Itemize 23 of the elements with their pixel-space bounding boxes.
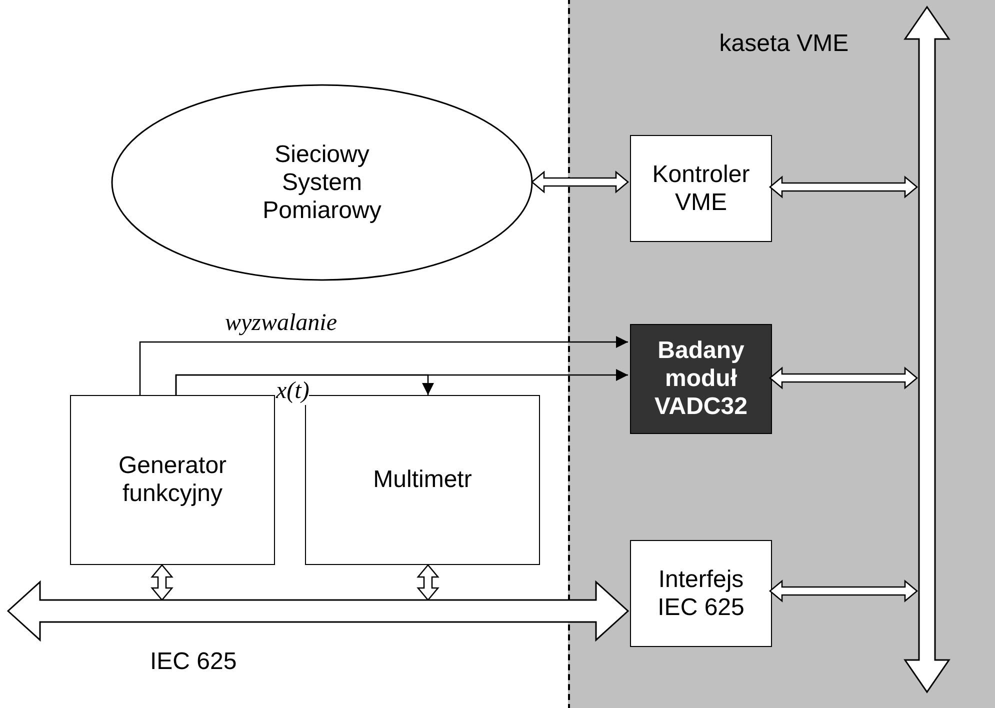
- double-arrow: [530, 170, 630, 194]
- node-label: Generator funkcyjny: [117, 452, 228, 508]
- node-label: Kontroler VME: [651, 160, 751, 216]
- interface-box: [630, 540, 772, 647]
- controller-box: [630, 135, 772, 242]
- node-label: Interfejs IEC 625: [656, 566, 746, 622]
- module-box: [630, 324, 772, 434]
- double-arrow: [768, 176, 918, 198]
- node-label: Multimetr: [372, 466, 473, 494]
- edge-label: wyzwalanie: [225, 310, 337, 337]
- node-label: Sieciowy System Pomiarowy: [262, 140, 382, 224]
- panel-title: kaseta VME: [719, 29, 849, 58]
- double-arrow: [768, 580, 918, 602]
- generator-box: [70, 395, 275, 565]
- bus-arrow: [6, 580, 630, 642]
- arrow: [175, 374, 434, 395]
- cassette-panel: [568, 0, 995, 708]
- double-arrow: [150, 564, 174, 602]
- double-arrow: [416, 564, 440, 602]
- arrow: [139, 336, 628, 395]
- double-arrow: [768, 366, 918, 390]
- node-label: Badany moduł VADC32: [654, 337, 748, 421]
- edge-label: x(t): [276, 378, 310, 405]
